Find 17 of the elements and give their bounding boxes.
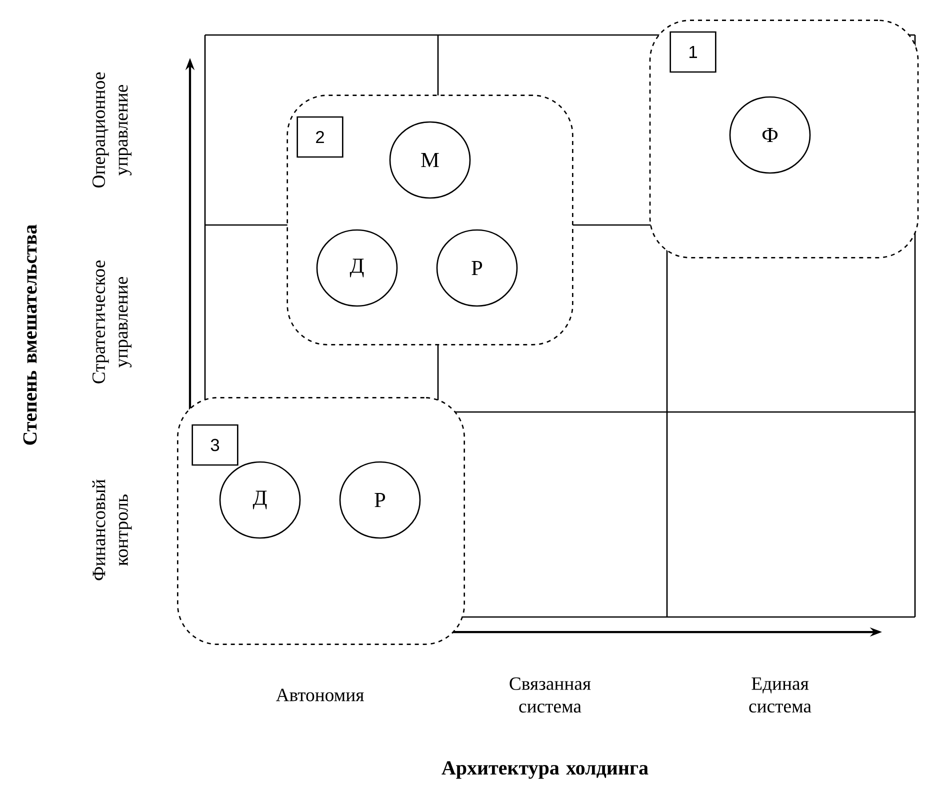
axis-label: Связанная система — [510, 677, 591, 713]
oval: Р — [436, 229, 518, 307]
axis-label: Автономия — [276, 688, 364, 702]
oval: М — [389, 121, 471, 199]
number-box: 1 — [670, 31, 716, 73]
oval: Д — [219, 461, 301, 539]
number-box: 2 — [296, 116, 344, 158]
oval: Д — [316, 229, 398, 307]
axis-label: Стратегическое управление — [92, 260, 132, 384]
oval: Р — [339, 461, 421, 539]
oval: Ф — [729, 96, 811, 174]
axis-title: Степень вмешательства — [23, 224, 37, 445]
axis-label: Единая система — [749, 677, 812, 713]
axis-label: Операционное управление — [92, 72, 132, 188]
number-box: 3 — [192, 424, 238, 466]
axis-label: Финансовый контроль — [92, 479, 132, 580]
axis-title: Архитектура холдинга — [442, 761, 648, 779]
